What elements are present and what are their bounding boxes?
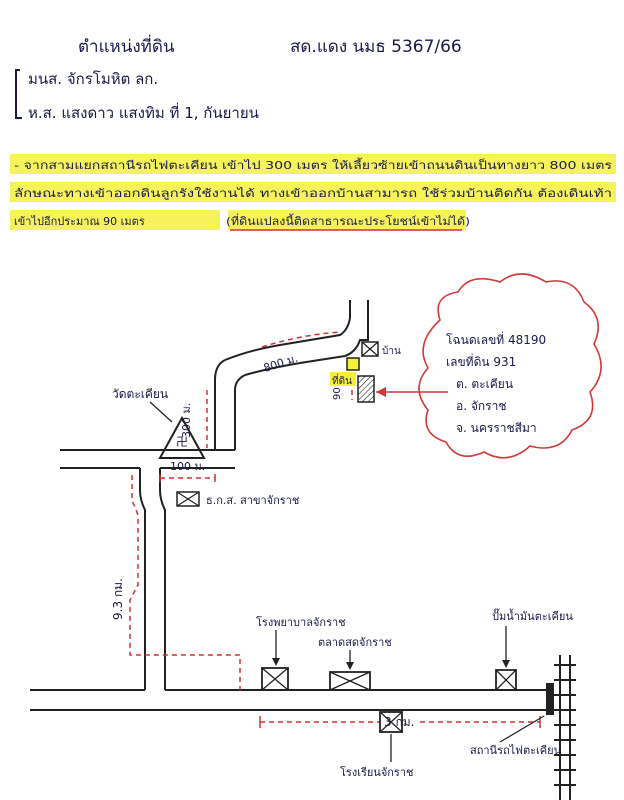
road-winding-lower	[244, 300, 369, 376]
label-300m: 300 ม.	[180, 403, 193, 438]
petrol-box	[495, 669, 517, 691]
road-vertical-left-edge	[139, 468, 146, 690]
railway-crossing-mark	[546, 683, 554, 715]
label-school: โรงเรียนจักราช	[340, 765, 413, 779]
cloud-parcel-number: เลขที่ดิน 931	[446, 353, 516, 369]
header-title: ตำแหน่งที่ดิน	[78, 34, 175, 57]
bank-box	[176, 491, 200, 507]
road-up-right-edge	[234, 374, 246, 450]
label-temple: วัดตะเคียน	[112, 387, 168, 401]
road-up-left-edge	[214, 359, 226, 450]
road-winding-upper	[224, 300, 351, 361]
market-box	[329, 671, 371, 691]
bank-cross-b	[176, 491, 200, 507]
label-railway: สถานีรถไฟตะเคียน	[470, 744, 562, 757]
market-pointer-head	[346, 662, 354, 670]
label-800m: 800 ม.	[262, 352, 300, 375]
label-bank: ธ.ก.ส. สาขาจักราช	[206, 494, 299, 507]
header-address-line: ห.ส. แสงดาว แสงทิม ที่ 1, กันยายน	[28, 102, 259, 122]
market-cross-b	[329, 671, 371, 691]
deed-info-cloud	[418, 273, 602, 459]
road-network	[30, 300, 550, 711]
note-highlight-4	[228, 210, 466, 230]
cloud-deed-number: โฉนดเลขที่ 48190	[446, 331, 546, 347]
note-highlight-2	[10, 182, 616, 202]
cloud-province: จ. นครราชสีมา	[456, 421, 537, 435]
label-9-3km: 9.3 กม.	[111, 578, 125, 620]
note-line-1: - จากสามแยกสถานีรถไฟตะเคียน เข้าไป 300 เ…	[14, 157, 612, 172]
label-plot: ที่ดิน	[332, 373, 352, 387]
temple-symbol: 卍	[176, 435, 188, 449]
cloud-subdistrict: ต. ตะเคียน	[456, 377, 513, 391]
road-vertical-right-edge	[159, 468, 166, 690]
railway-pointer	[499, 715, 545, 743]
header-reference: สด.แดง นมธ 5367/66	[290, 37, 462, 57]
petrol-cross-b	[495, 669, 517, 691]
plot-label-highlight	[330, 372, 356, 386]
house-cross-b	[361, 341, 379, 357]
note-highlight-3	[10, 210, 220, 230]
school-cross-b	[379, 711, 403, 733]
label-market: ตลาดสดจักราช	[318, 636, 392, 649]
label-petrol: ปั๊มน้ำมันตะเคียน	[492, 608, 573, 623]
temple-icon	[158, 415, 206, 459]
note-highlight-1	[10, 154, 616, 174]
cloud-district: อ. จักราช	[456, 399, 506, 413]
note-line-4: (ที่ดินแปลงนี้ติดสาธารณะประโยชน์เข้าไม่ไ…	[226, 213, 470, 228]
petrol-pointer-head	[502, 660, 510, 668]
header-owner-line: มนส. จักรโมหิต ลก.	[28, 70, 158, 88]
note-line-3: เข้าไปอีกประมาณ 90 เมตร	[14, 215, 145, 228]
label-house: บ้าน	[382, 345, 401, 357]
hospital-cross-b	[261, 667, 289, 691]
header-bracket	[15, 69, 22, 119]
label-90m: 90 ม.	[332, 374, 343, 400]
hospital-box	[261, 667, 289, 691]
footpath-marker	[346, 357, 360, 371]
house-box	[361, 341, 379, 357]
label-hospital: โรงพยาบาลจักราช	[256, 615, 346, 629]
school-box	[379, 711, 403, 733]
note-line-2: ลักษณะทางเข้าออกดินลูกรังใช้งานได้ ทางเข…	[14, 187, 612, 200]
railway-line	[554, 655, 576, 800]
label-100m: 100 ม.	[170, 460, 205, 473]
hospital-pointer-head	[272, 658, 280, 666]
land-plot-icon	[357, 375, 375, 403]
temple-pointer	[149, 401, 173, 423]
label-3km: 3 กม.	[384, 715, 414, 729]
plot-arrow-head	[376, 387, 386, 397]
distance-markers	[129, 331, 540, 723]
